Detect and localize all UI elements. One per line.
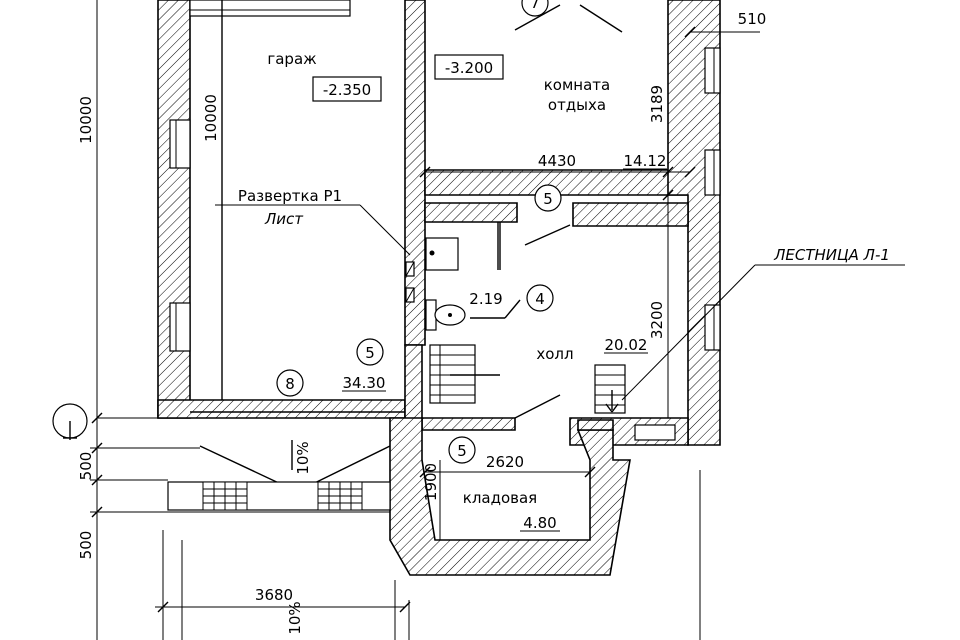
toilet-icon (425, 299, 466, 331)
garage-level-box (312, 76, 382, 102)
hall-name: холл (536, 345, 573, 363)
rest-room-name-1: комната (544, 76, 610, 94)
storage-name: кладовая (463, 489, 537, 507)
slope-ramp-bottom: 10% (286, 601, 304, 634)
tag-garage: 8 (276, 369, 304, 397)
garage-area: 34.30 (343, 374, 386, 392)
north-arrow-icon (52, 403, 88, 440)
rest-room-level: -3.200 (445, 59, 493, 77)
stairs-central (429, 344, 500, 404)
rest-room-name-2: отдыха (548, 96, 606, 114)
hall-area: 20.02 (605, 336, 648, 354)
hall-bottom-wall (421, 417, 516, 431)
stair-arrow-icon (594, 364, 626, 414)
rest-room-level-box (434, 54, 504, 80)
tag-corridor: 5 (534, 184, 562, 212)
tag-garage-door: 5 (356, 338, 384, 366)
dim-storage-width: 2620 (486, 453, 524, 471)
garage-left-wall (157, 0, 191, 419)
garage-level: -2.350 (323, 81, 371, 99)
hall-entrance-door (514, 394, 561, 419)
tag-bathroom-text: 4 (535, 290, 545, 308)
rest-room-door (514, 4, 561, 31)
dimension-lines (90, 0, 760, 640)
right-window-2 (704, 149, 721, 196)
rest-room-area: 14.12 (624, 152, 667, 170)
right-window-3 (704, 304, 721, 351)
rest-room-door-2 (579, 4, 623, 33)
garage-name: гараж (267, 50, 316, 68)
ramp-grid-lines (203, 482, 362, 510)
tag-bathroom: 4 (526, 284, 554, 312)
dimension-ticks (91, 26, 696, 613)
dim-garage-length: 10000 (202, 94, 220, 142)
bathroom-area: 2.19 (469, 290, 502, 308)
sweep-label-2: Лист (264, 210, 304, 228)
dim-hall-depth: 3200 (648, 301, 666, 339)
central-wall (404, 0, 426, 346)
sink-icon (425, 237, 459, 271)
tag-storage-text: 5 (457, 442, 467, 460)
garage-bottom-wall (157, 399, 406, 419)
dim-storage-depth: 1900 (422, 463, 440, 501)
dim-total-length: 10000 (77, 96, 95, 144)
left-window-bottom (169, 302, 191, 352)
slope-ramp: 10% (294, 441, 312, 474)
central-wall-lower (404, 344, 423, 421)
hall-radiator (634, 424, 676, 441)
tag-rest-room: 7 (521, 0, 549, 17)
sweep-leader-diag (359, 204, 411, 256)
right-window-1 (704, 47, 721, 94)
dim-wall-thickness: 510 (738, 10, 767, 28)
hall-upper-partition (572, 202, 689, 227)
sweep-label-1: Развертка Р1 (238, 187, 342, 205)
wc-door (470, 299, 521, 319)
tag-corridor-text: 5 (543, 190, 553, 208)
stairs-label: ЛЕСТНИЦА Л-1 (773, 246, 890, 264)
tag-storage: 5 (448, 436, 476, 464)
bathroom-door (497, 222, 571, 270)
tag-rest-room-text: 7 (530, 0, 540, 12)
left-window-top (169, 119, 191, 169)
garage-ramp (167, 445, 391, 511)
small-markers (405, 261, 415, 303)
corridor-partition (424, 202, 518, 223)
storage-right-step (577, 419, 614, 431)
dim-step-1: 500 (77, 452, 95, 481)
dim-rest-room-depth: 3189 (648, 85, 666, 123)
tag-garage-text: 8 (285, 375, 295, 393)
tag-garage-door-text: 5 (365, 344, 375, 362)
storage-area: 4.80 (523, 514, 556, 532)
stairs-leader-diag (621, 264, 756, 401)
dim-garage-width: 3680 (255, 586, 293, 604)
garage-top-door (189, 0, 351, 17)
dim-step-2: 500 (77, 531, 95, 560)
dim-rest-room-width: 4430 (538, 152, 576, 170)
